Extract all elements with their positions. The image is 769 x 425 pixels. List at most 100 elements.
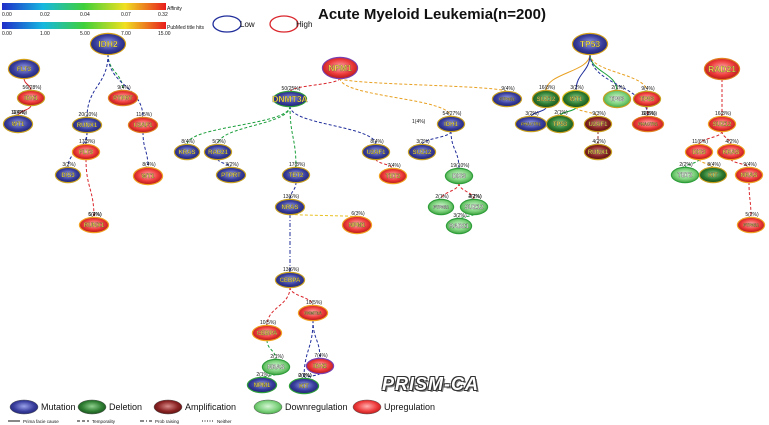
node-label: NPM1 <box>349 223 366 229</box>
node-cebpa1[interactable]: CEBPA <box>274 271 306 289</box>
node-body <box>633 117 663 131</box>
node-phf6b[interactable]: PHACTR1 <box>631 115 665 133</box>
edge-dnmt3a2-idh2b <box>312 319 321 360</box>
node-nras3[interactable]: NRAS <box>734 166 764 184</box>
node-body <box>709 117 735 131</box>
node-dnmt3a2[interactable]: DNMT3A <box>297 304 329 322</box>
node-dis3a[interactable]: DIS3 <box>54 166 82 184</box>
node-ptpn11a[interactable]: PTPN11 <box>491 90 523 108</box>
node-body <box>585 145 611 159</box>
node-body <box>129 118 157 132</box>
node-suz12d[interactable]: SUZ12 <box>707 115 737 133</box>
node-wt1c[interactable]: WT1 <box>561 89 591 109</box>
node-body <box>516 117 546 131</box>
node-ptprt2[interactable]: PTPRT <box>215 166 247 184</box>
node-kit1[interactable]: KIT <box>288 377 320 395</box>
node-body <box>634 92 660 106</box>
node-suz12c[interactable]: SUZ12 <box>531 89 561 109</box>
graph-edge-labels: 56(28%)9(4%)12(6%)20(10%)9(4%)11(5%)17(8… <box>11 85 759 379</box>
node-tet2b[interactable]: TET2 <box>378 167 408 185</box>
watermark-logo: PRISM-CA <box>382 374 479 394</box>
node-runx1c[interactable]: RUNX1 <box>583 143 613 161</box>
node-idh2b[interactable]: IDH2 <box>305 357 335 375</box>
node-dis3b[interactable]: DIS3 <box>444 167 474 185</box>
node-tet2c[interactable]: TET2 <box>670 166 700 184</box>
node-npm1b[interactable]: NPM1 <box>341 215 373 235</box>
node-rad21a[interactable]: RAD21 <box>203 143 233 161</box>
node-npm1c[interactable]: NPM1 <box>246 376 278 394</box>
node-nras2[interactable]: NRAS <box>261 358 291 376</box>
node-label: PTPRT <box>113 96 133 102</box>
node-kras2[interactable]: KRAS <box>716 143 746 161</box>
node-suz12b[interactable]: SUZ12 <box>459 198 489 216</box>
edge-label: 13(6%) <box>283 194 299 200</box>
node-wt1b[interactable]: WT1 <box>132 166 164 186</box>
edge-tet2a-nras1 <box>289 181 297 201</box>
node-body <box>91 34 125 54</box>
scale-tick-label: 7.00 <box>121 31 131 37</box>
node-dnmt3a[interactable]: DNMT3A <box>272 90 308 108</box>
edge-label: 9(4%) <box>12 110 26 116</box>
edge-cebpa1-cebpa2 <box>266 286 291 327</box>
node-wt1a[interactable]: WT1 <box>2 114 34 134</box>
node-label: WT1 <box>12 122 25 128</box>
edge-label: 4(2%) <box>725 139 739 145</box>
node-ptpn11c[interactable]: PTPN11 <box>736 216 766 234</box>
node-body <box>718 145 744 159</box>
node-ptprta[interactable]: PTPRT <box>107 89 139 107</box>
edge-label: 3(2%) <box>570 85 584 91</box>
edge-label: 4(2%) <box>592 139 606 145</box>
node-label: U2AF1 <box>588 122 608 128</box>
node-u2af1c[interactable]: U2AF1 <box>583 115 613 133</box>
node-idh1b[interactable]: IDH1 <box>436 115 466 133</box>
node-body <box>686 145 712 159</box>
node-kit2[interactable]: KIT <box>698 166 728 184</box>
node-runx1a[interactable]: RUNX1 <box>71 116 103 134</box>
node-tet2a[interactable]: TET2 <box>281 166 311 184</box>
node-label: NRAS <box>740 173 757 179</box>
node-body <box>493 92 521 106</box>
node-label: NRAS <box>281 205 298 211</box>
node-cebpa2[interactable]: CEBPA <box>251 324 283 342</box>
node-ptpn11b[interactable]: PTPN11 <box>427 198 455 216</box>
node-flt3a[interactable]: FLT3 <box>7 58 41 80</box>
node-tp53b[interactable]: TP53 <box>602 89 632 109</box>
edge-label: 6(3%) <box>351 211 365 217</box>
edge-dnmt3a2-kit1 <box>303 319 314 380</box>
node-idh1a[interactable]: IDH1 <box>16 89 46 107</box>
node-u2af1b[interactable]: U2AF1 <box>361 143 391 161</box>
edge-label: 3(2%) <box>416 139 430 145</box>
node-body <box>134 168 162 184</box>
edge-label: 2(1%) <box>554 110 568 116</box>
node-body <box>18 91 44 105</box>
edge-idh1b-suz12a <box>421 130 452 146</box>
node-dis3c[interactable]: DIS3 <box>684 143 714 161</box>
node-runx1b[interactable]: RUNX1 <box>78 216 110 234</box>
node-label: IDH2 <box>313 364 327 370</box>
node-suz12a[interactable]: SUZ12 <box>407 143 437 161</box>
node-flt3b[interactable]: FLT3 <box>71 143 101 161</box>
node-body <box>672 168 698 182</box>
node-nras1[interactable]: NRAS <box>274 198 306 216</box>
edge-label: 8(4%) <box>181 139 195 145</box>
node-npm1a[interactable]: NPM1 <box>321 56 359 80</box>
edge-npm1a-dnmt3a <box>289 77 341 93</box>
node-tp53d[interactable]: TP53 <box>545 114 575 134</box>
edge-label: 17(8%) <box>289 162 305 168</box>
edge-suz12d-kras2 <box>721 130 732 146</box>
edge-dnmt3a-u2af1b <box>289 105 377 146</box>
node-tp53a[interactable]: TP53 <box>571 32 609 56</box>
edge-label: 3(2%) <box>525 111 539 117</box>
node-u2af1a[interactable]: U2AF1 <box>127 116 159 134</box>
node-kras1[interactable]: KRAS <box>173 143 201 161</box>
node-idh2[interactable]: IDH2 <box>89 32 127 56</box>
node-body <box>109 91 137 105</box>
node-tp53c[interactable]: TP53 <box>632 90 662 108</box>
node-rad21b[interactable]: RAD21 <box>445 217 473 235</box>
node-phf6a[interactable]: PHACTR1 <box>514 115 548 133</box>
node-body <box>738 218 764 232</box>
scale-tick-label: 0.07 <box>121 12 131 18</box>
node-rad21c[interactable]: RAD21 <box>703 57 741 81</box>
node-body <box>274 92 306 106</box>
